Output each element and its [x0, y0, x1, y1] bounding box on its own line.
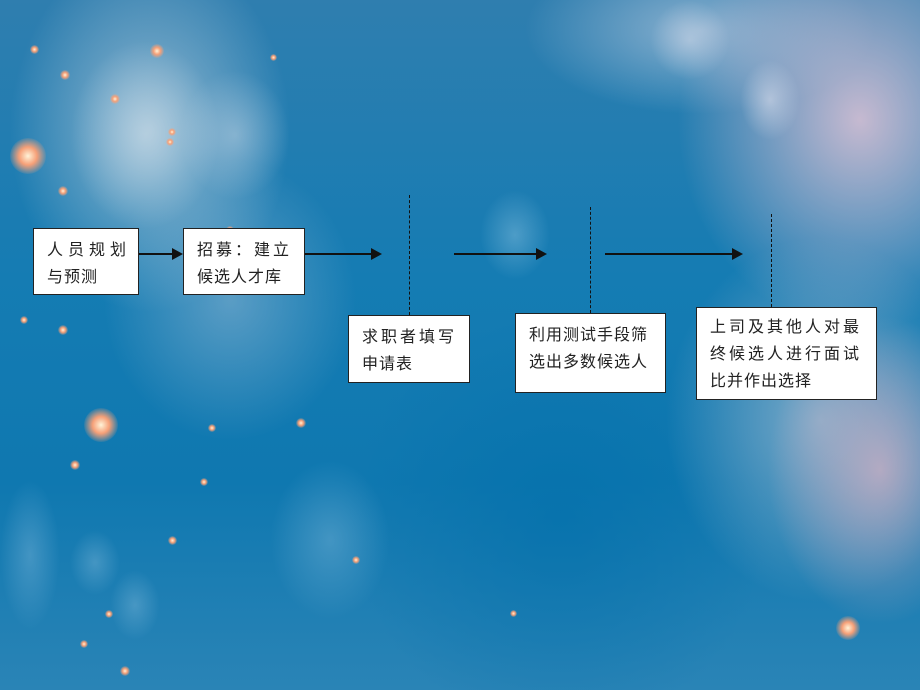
spark-light: [84, 408, 118, 442]
connector-screening: [590, 207, 591, 313]
connector-interview: [771, 214, 772, 307]
node-text: 求职者填写: [362, 327, 458, 346]
arrow-screening-to-interview: [605, 248, 743, 260]
spark-light: [120, 666, 130, 676]
bokeh-light: [270, 460, 390, 620]
node-interview: 上司及其他人对最 终候选人进行面试 比并作出选择: [696, 307, 877, 400]
node-text: 上司及其他人对最: [710, 317, 863, 336]
node-text: 利用测试手段筛: [529, 325, 649, 344]
node-text: 选出多数候选人: [529, 352, 649, 371]
node-text: 招募：建立: [197, 240, 293, 259]
spark-light: [58, 325, 68, 335]
spark-light: [80, 640, 88, 648]
spark-light: [208, 424, 216, 432]
bokeh-light: [650, 0, 730, 80]
spark-light: [60, 70, 70, 80]
spark-light: [30, 45, 39, 54]
spark-light: [510, 610, 517, 617]
bokeh-light: [740, 60, 800, 140]
arrow-planning-to-recruitment: [139, 248, 183, 260]
connector-application: [409, 195, 410, 315]
bokeh-light: [70, 40, 220, 230]
spark-light: [166, 138, 174, 146]
spark-light: [836, 616, 860, 640]
spark-light: [296, 418, 306, 428]
spark-light: [70, 460, 80, 470]
spark-light: [105, 610, 113, 618]
node-text: 比并作出选择: [710, 371, 813, 390]
spark-light: [352, 556, 360, 564]
spark-light: [168, 536, 177, 545]
spark-light: [270, 54, 277, 61]
bokeh-light: [0, 480, 60, 630]
bokeh-light: [70, 530, 120, 595]
spark-light: [10, 138, 46, 174]
node-text: 终候选人进行面试: [710, 344, 863, 363]
arrow-application-to-screening: [454, 248, 547, 260]
spark-light: [58, 186, 68, 196]
spark-light: [20, 316, 28, 324]
spark-light: [200, 478, 208, 486]
node-screening: 利用测试手段筛 选出多数候选人: [515, 313, 666, 393]
bokeh-light: [110, 570, 160, 640]
node-text: 人员规划: [47, 240, 132, 259]
spark-light: [110, 94, 120, 104]
bokeh-light: [180, 70, 290, 200]
spark-light: [150, 44, 164, 58]
node-planning: 人员规划 与预测: [33, 228, 139, 295]
bokeh-light: [480, 190, 550, 280]
node-text: 申请表: [362, 354, 414, 373]
node-text: 与预测: [47, 267, 99, 286]
node-text: 候选人才库: [197, 267, 283, 286]
node-application: 求职者填写 申请表: [348, 315, 470, 383]
node-recruitment: 招募：建立 候选人才库: [183, 228, 305, 295]
arrow-recruitment-to-application: [305, 248, 382, 260]
spark-light: [168, 128, 176, 136]
